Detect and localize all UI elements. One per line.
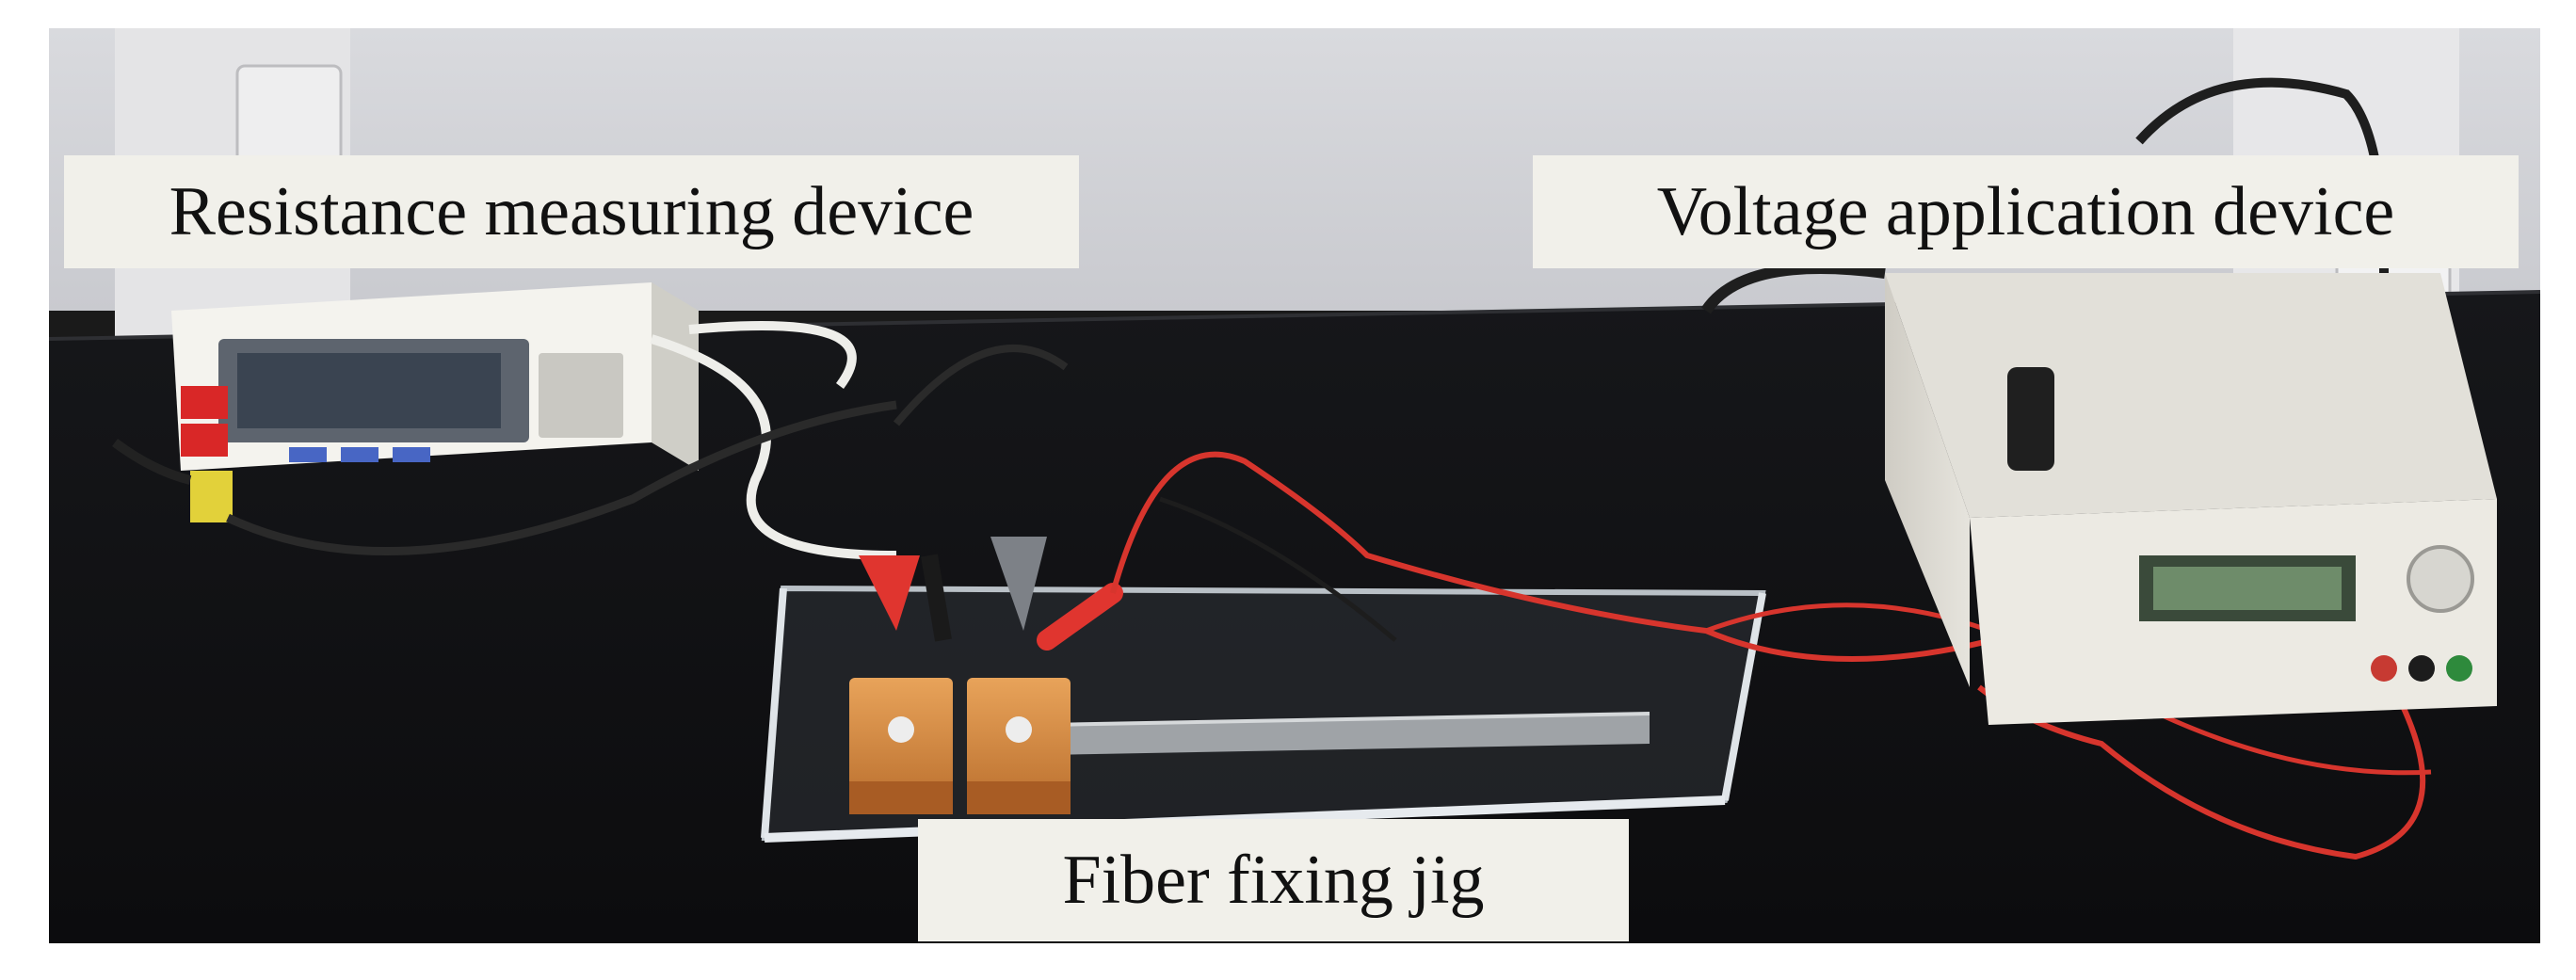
- resistance-device-label: Resistance measuring device: [64, 155, 1079, 268]
- fiber-jig-label: Fiber fixing jig: [918, 819, 1629, 941]
- voltage-device-label: Voltage application device: [1533, 155, 2519, 268]
